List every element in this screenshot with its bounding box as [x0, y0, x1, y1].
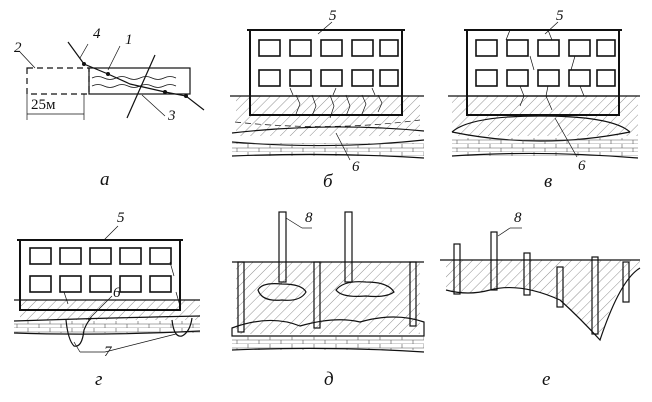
label-2: 2	[14, 40, 22, 56]
window-grid	[258, 39, 399, 87]
caption-v: в	[544, 171, 552, 192]
label-5: 5	[329, 8, 337, 24]
leader-3	[141, 94, 166, 117]
injection-borehole	[344, 211, 353, 283]
borehole	[490, 231, 498, 291]
label-5: 5	[556, 8, 564, 24]
caption-b: б	[323, 171, 334, 192]
water-wave-lines	[91, 76, 177, 88]
window-grid	[475, 39, 616, 87]
rock-top	[13, 315, 201, 322]
caption-e: е	[542, 369, 550, 390]
rock-layer	[452, 138, 638, 156]
panel-v: 5 6 в	[448, 8, 640, 192]
dimension-label: 25м	[31, 97, 56, 113]
leader-2	[19, 51, 36, 69]
caption-d: д	[324, 369, 334, 390]
rock-bottom	[451, 152, 639, 159]
section-line	[126, 54, 156, 119]
label-7: 7	[104, 344, 113, 360]
leader-1	[107, 45, 121, 71]
karst-sinkhole	[65, 317, 93, 347]
leader-8	[497, 227, 511, 237]
cavity-zone	[231, 316, 425, 337]
fault-point	[82, 62, 86, 66]
leader-5	[103, 225, 119, 241]
leader-6	[335, 132, 351, 161]
caption-g: г	[95, 369, 102, 390]
label-6: 6	[113, 285, 121, 301]
soil-hatching	[446, 260, 640, 340]
void-cavity	[257, 283, 307, 301]
old-workings-outline	[26, 67, 90, 95]
mine-working-outline	[88, 67, 191, 95]
label-6: 6	[352, 159, 360, 175]
window-grid	[29, 247, 172, 293]
cracks	[63, 261, 181, 307]
rock-bottom	[231, 153, 425, 159]
cracks	[505, 29, 585, 111]
karst-sinkhole	[171, 317, 193, 337]
panel-d: 8 д	[231, 210, 425, 390]
label-4: 4	[93, 26, 101, 42]
fault-point	[184, 94, 188, 98]
pile	[453, 243, 461, 295]
label-8: 8	[305, 210, 313, 226]
rock-layer	[14, 321, 200, 333]
leader-6	[87, 295, 113, 321]
pile	[556, 266, 564, 308]
panel-g: 5 6 7 г	[13, 210, 201, 390]
injection-borehole	[278, 211, 287, 283]
pile	[591, 256, 599, 335]
leader-5	[544, 21, 559, 35]
rock-layer	[232, 143, 424, 156]
leader-4	[79, 43, 89, 59]
caption-a: а	[100, 169, 110, 190]
leader-7b	[104, 333, 177, 353]
pile	[523, 252, 531, 296]
rock-bottom	[13, 330, 201, 335]
fault-point	[163, 90, 167, 94]
rock-bottom	[231, 347, 425, 353]
leader-5	[317, 21, 333, 35]
leader-7	[73, 341, 81, 353]
void-cavity	[335, 281, 395, 298]
panel-b: 5 6 б	[230, 8, 425, 192]
leader-8	[285, 217, 303, 229]
rock-layer	[232, 336, 424, 350]
cracks	[289, 87, 383, 119]
subsidence-curve	[234, 119, 421, 127]
support-pile	[313, 261, 321, 329]
bedrock-surface	[445, 267, 641, 342]
label-1: 1	[125, 32, 133, 48]
label-3: 3	[167, 108, 176, 124]
panel-e: 8 е	[440, 210, 641, 390]
support-pile	[409, 261, 417, 327]
cavity-top	[231, 126, 425, 134]
support-pile	[237, 261, 245, 333]
fault-point	[106, 72, 110, 76]
pile	[622, 261, 630, 303]
label-6: 6	[578, 158, 586, 174]
panel-a: 25м 2 4 1 3 а	[14, 26, 205, 190]
label-5: 5	[117, 210, 125, 226]
label-8: 8	[514, 210, 522, 226]
leader-6	[554, 117, 578, 158]
soil-hatching	[236, 262, 420, 334]
